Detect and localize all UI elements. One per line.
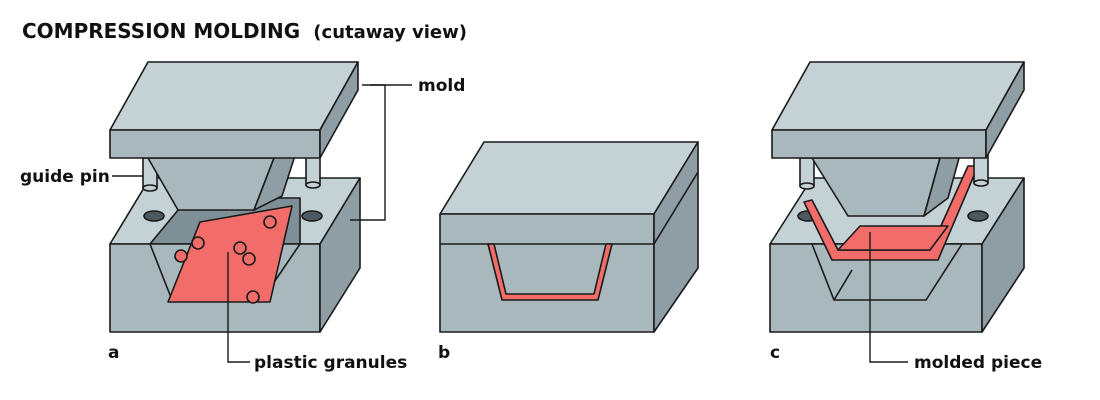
guide-pin-icon: [799, 157, 815, 187]
lower-mold-c-side: [981, 177, 1025, 333]
label-mold: mold: [418, 76, 465, 96]
granules-leader: [227, 252, 250, 363]
molded-piece-leader: [869, 232, 908, 363]
title-text: COMPRESSION MOLDING: [22, 19, 300, 43]
label-guide-pin: guide pin: [20, 167, 110, 187]
guide-hole-icon: [301, 210, 323, 222]
upper-mold-a-top: [109, 61, 359, 131]
guide-hole-icon: [967, 210, 989, 222]
granule: [174, 249, 188, 263]
plastic-charge-a: [167, 205, 293, 303]
granule: [233, 241, 247, 255]
upper-mold-c-front: [771, 129, 987, 159]
subtitle-text: (cutaway view): [313, 22, 467, 43]
guide-pin-tip: [305, 181, 321, 189]
upper-mold-a-front: [109, 129, 321, 159]
guide-pin-icon: [973, 154, 989, 184]
granule: [263, 215, 277, 229]
upper-mold-c-side: [985, 61, 1025, 159]
label-plastic-granules: plastic granules: [254, 353, 407, 373]
upper-mold-a: [109, 61, 359, 211]
closed-mold-top: [439, 141, 699, 215]
granule: [191, 236, 205, 250]
closed-mold-front: [439, 213, 655, 333]
panel-a: mold guide pin plastic granules a: [20, 61, 465, 373]
upper-mold-a-side: [319, 61, 359, 159]
label-molded-piece: molded piece: [914, 353, 1042, 373]
granule: [242, 252, 256, 266]
guide-pin-tip: [799, 182, 815, 190]
lower-mold-a-side: [319, 177, 361, 333]
panel-b: b: [438, 141, 699, 363]
panel-label-b: b: [438, 343, 450, 363]
cavity-c-edge: [833, 269, 853, 301]
diagram-title: COMPRESSION MOLDING (cutaway view): [22, 19, 467, 43]
panel-label-c: c: [770, 343, 780, 363]
panel-label-a: a: [108, 343, 119, 363]
granule: [246, 290, 260, 304]
guide-pin-tip: [973, 179, 989, 187]
molded-part-section: [487, 243, 613, 301]
molded-piece-c-floor: [837, 225, 949, 251]
mold-parting-line-side: [653, 171, 699, 245]
guide-hole-icon: [143, 210, 165, 222]
guide-pin-icon: [305, 154, 321, 186]
panel-c: molded piece c: [769, 61, 1042, 373]
upper-mold-c-top: [771, 61, 1025, 131]
guide-pin-tip: [142, 184, 158, 192]
mold-bracket: [350, 84, 386, 221]
